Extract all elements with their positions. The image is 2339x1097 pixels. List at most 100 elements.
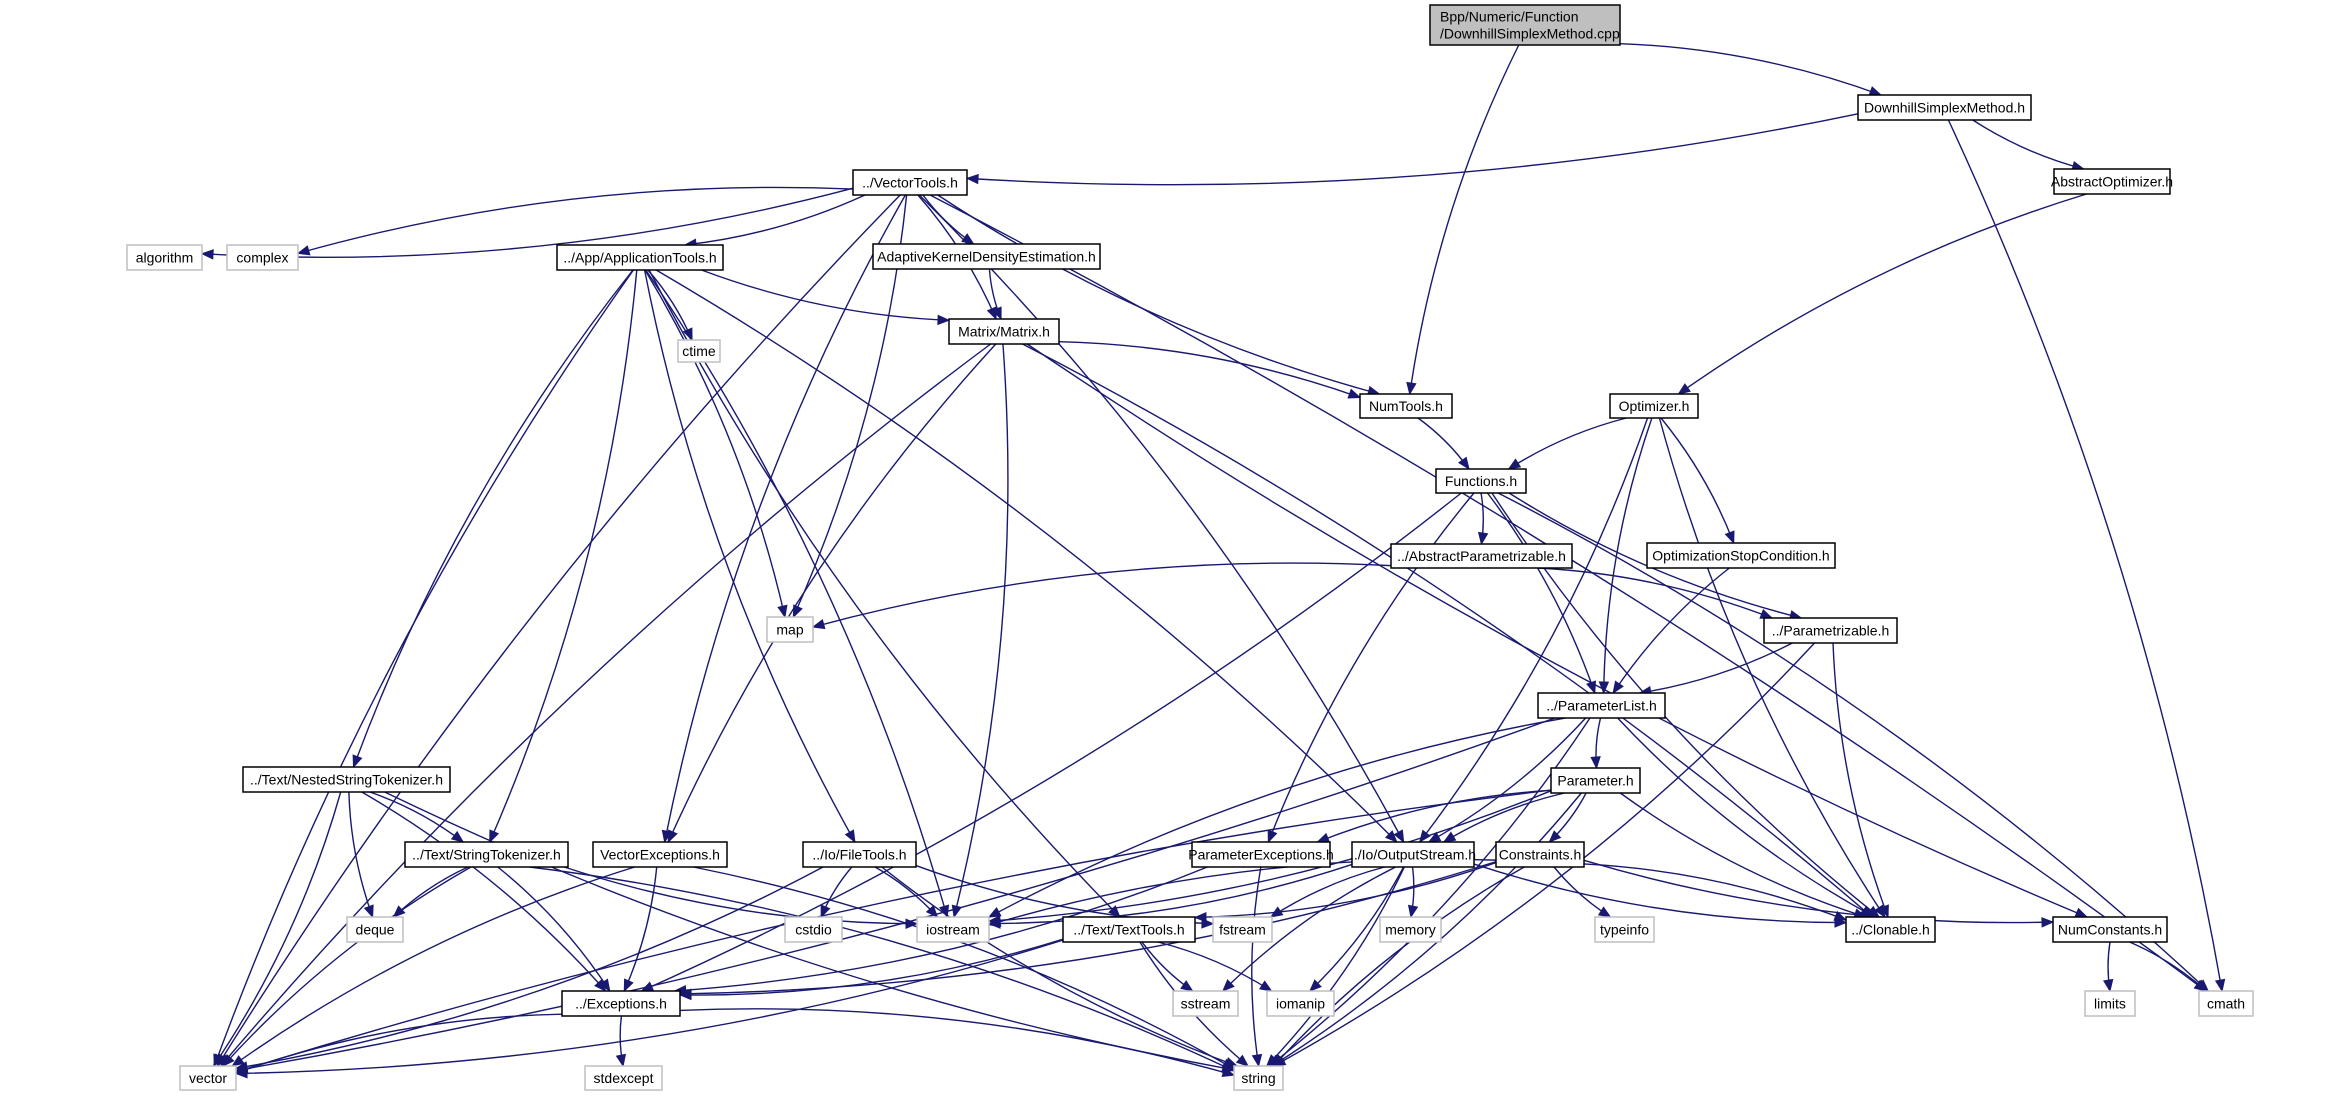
edge-line — [674, 866, 1208, 992]
arrowhead-icon — [222, 1053, 235, 1067]
node-parametrizable[interactable]: ../Parametrizable.h — [1763, 617, 1898, 644]
node-texttools[interactable]: ../Text/TextTools.h — [1062, 916, 1196, 943]
edge-constraints-to-string — [1272, 866, 1525, 1067]
edge-filetools-to-cstdio — [820, 866, 853, 919]
node-limits: limits — [2084, 990, 2136, 1017]
edge-akde-to-matrix — [988, 268, 1002, 321]
node-box — [872, 243, 1101, 270]
node-parameter[interactable]: Parameter.h — [1550, 767, 1641, 794]
edge-line — [1678, 193, 2087, 395]
edge-exceptions-to-vector — [234, 1013, 563, 1075]
node-absparam[interactable]: ../AbstractParametrizable.h — [1390, 543, 1573, 569]
node-outstream[interactable]: ../Io/OutputStream.h — [1350, 841, 1476, 868]
node-nested[interactable]: ../Text/NestedStringTokenizer.h — [242, 766, 451, 793]
edge-line — [1058, 340, 1361, 399]
node-dsm_h[interactable]: DownhillSimplexMethod.h — [1857, 94, 2032, 121]
edge-dsm_h-to-cmath — [1947, 119, 2226, 993]
node-vectortools[interactable]: ../VectorTools.h — [852, 169, 968, 196]
edge-optimizer-to-paramlist — [1598, 417, 1653, 695]
node-optstop[interactable]: OptimizationStopCondition.h — [1646, 542, 1836, 569]
arrowhead-icon — [296, 245, 311, 256]
edge-line — [667, 343, 997, 843]
edge-line — [1602, 417, 1653, 694]
edge-nested-to-vector — [212, 791, 342, 1068]
edge-line — [937, 194, 1380, 395]
edge-optimizer-to-clonable — [1658, 417, 1886, 919]
node-paramexc[interactable]: ParameterExceptions.h — [1188, 841, 1334, 868]
node-vecexc[interactable]: VectorExceptions.h — [592, 841, 728, 868]
arrowhead-icon — [1265, 1054, 1279, 1067]
arrowhead-icon — [2074, 907, 2089, 918]
node-box — [2198, 990, 2254, 1017]
arrowhead-icon — [1597, 906, 1612, 918]
node-paramlist[interactable]: ../ParameterList.h — [1537, 692, 1666, 719]
arrowhead-icon — [2214, 978, 2226, 993]
arrowhead-icon — [1267, 829, 1278, 844]
node-functions[interactable]: Functions.h — [1435, 468, 1527, 494]
edge-vectortools-to-algorithm — [200, 187, 854, 260]
node-label: deque — [356, 922, 395, 938]
node-clonable[interactable]: ../Clonable.h — [1845, 916, 1936, 943]
arrowhead-icon — [1833, 910, 1848, 921]
node-matrix[interactable]: Matrix/Matrix.h — [948, 318, 1060, 345]
arrowhead-icon — [1308, 979, 1322, 992]
node-cstdio: cstdio — [784, 916, 843, 943]
edge-line — [1619, 42, 1882, 96]
edge-parametrizable-to-clonable — [1832, 642, 1889, 919]
arrowhead-icon — [844, 829, 856, 844]
arrowhead-icon — [2194, 979, 2208, 992]
edge-line — [679, 860, 1497, 995]
node-exceptions[interactable]: ../Exceptions.h — [561, 990, 681, 1017]
node-box — [346, 916, 404, 943]
node-apptools[interactable]: ../App/ApplicationTools.h — [556, 244, 724, 271]
node-absopt[interactable]: AbstractOptimizer.h — [2051, 168, 2173, 195]
edge-functions-to-paramexc — [1267, 492, 1475, 844]
edge-line — [361, 791, 607, 992]
edge-line — [1270, 866, 1385, 918]
edge-line — [201, 187, 854, 259]
edge-absparam-to-parametrizable — [1537, 567, 1774, 619]
edge-functions-to-absparam — [1477, 492, 1489, 546]
edge-line — [216, 194, 901, 1067]
arrowhead-icon — [200, 249, 214, 260]
node-box — [561, 990, 681, 1017]
edge-line — [1428, 717, 1587, 843]
node-filetools[interactable]: ../Io/FileTools.h — [802, 841, 917, 868]
node-optimizer[interactable]: Optimizer.h — [1609, 393, 1699, 419]
node-akde[interactable]: AdaptiveKernelDensityEstimation.h — [872, 243, 1101, 270]
edge-line — [1832, 642, 1889, 918]
node-box — [948, 318, 1060, 345]
edge-apptools-to-outstream — [655, 269, 1398, 843]
node-label: ../Text/NestedStringTokenizer.h — [250, 772, 443, 788]
edge-line — [1639, 642, 1793, 694]
arrowhead-icon — [1868, 86, 1883, 96]
node-label: AdaptiveKernelDensityEstimation.h — [877, 249, 1096, 265]
edge-matrix-to-numconst — [1026, 343, 2089, 918]
edge-line — [1583, 863, 1847, 921]
arrowhead-icon — [1759, 608, 1774, 619]
edge-matrix-to-iostream — [951, 343, 1009, 919]
edge-optimizer-to-optstop — [1660, 417, 1735, 545]
node-constraints[interactable]: Constraints.h — [1495, 841, 1585, 868]
edge-line — [1267, 492, 1475, 843]
node-root[interactable]: Bpp/Numeric/Function/DownhillSimplexMeth… — [1429, 4, 1621, 46]
edge-line — [655, 269, 1398, 843]
node-box — [584, 1065, 663, 1091]
arrowhead-icon — [450, 830, 465, 843]
node-numconst[interactable]: NumConstants.h — [2052, 916, 2168, 943]
edge-line — [918, 194, 1405, 843]
edge-filetools-to-string — [881, 866, 1239, 1067]
node-label: Constraints.h — [1499, 847, 1581, 863]
node-numtools[interactable]: NumTools.h — [1359, 393, 1453, 419]
node-box — [242, 766, 451, 793]
node-strtok[interactable]: ../Text/StringTokenizer.h — [404, 841, 569, 868]
edge-line — [1612, 567, 1730, 694]
node-label: vector — [189, 1070, 227, 1086]
edge-matrix-to-vecexc — [667, 343, 997, 844]
edge-constraints-to-clonable — [1583, 863, 1848, 921]
edge-line — [235, 866, 824, 1070]
edge-line — [1947, 119, 2223, 992]
arrowhead-icon — [2041, 917, 2055, 928]
node-box — [1537, 692, 1666, 719]
